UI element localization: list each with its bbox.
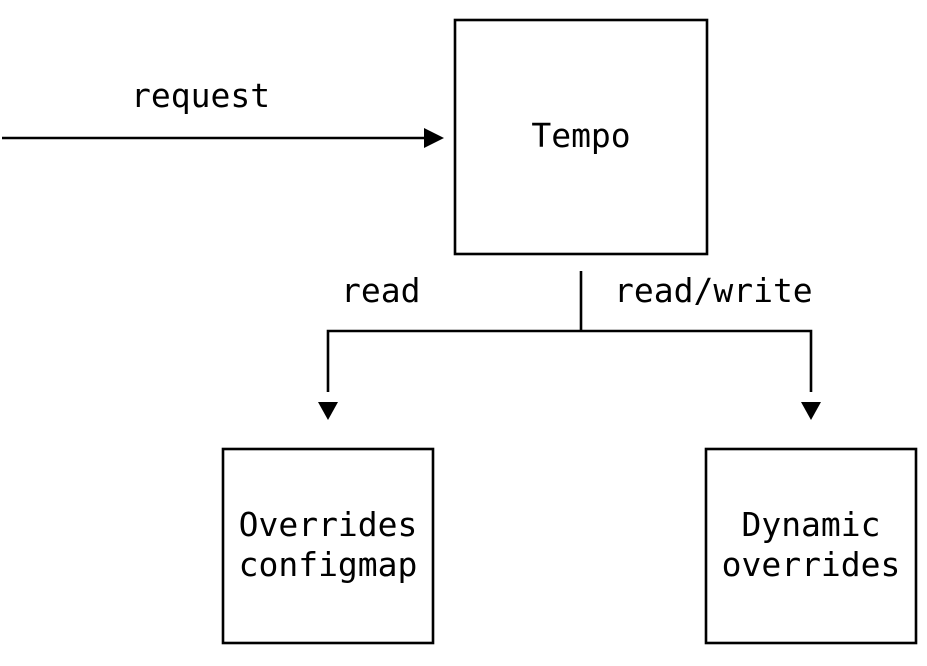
tempo-box bbox=[453, 18, 709, 256]
overrides-configmap-label-line2: configmap bbox=[239, 545, 418, 584]
overrides-configmap-box bbox=[221, 447, 435, 645]
request-arrowhead bbox=[424, 128, 444, 148]
branch-line bbox=[326, 329, 813, 392]
read-label: read bbox=[341, 271, 420, 310]
dynamic-overrides-node: Dynamic overrides bbox=[704, 447, 918, 645]
request-label: request bbox=[131, 76, 270, 115]
read-arrowhead bbox=[318, 402, 338, 420]
overrides-configmap-label-line1: Overrides bbox=[239, 505, 418, 544]
read-write-arrowhead bbox=[801, 402, 821, 420]
read-write-label: read/write bbox=[614, 271, 813, 310]
dynamic-overrides-label-line1: Dynamic bbox=[741, 505, 880, 544]
branch-connector: read read/write bbox=[318, 271, 821, 420]
overrides-configmap-node: Overrides configmap bbox=[221, 447, 435, 645]
tempo-label: Tempo bbox=[531, 116, 630, 155]
dynamic-overrides-label-line2: overrides bbox=[722, 545, 901, 584]
request-edge: request bbox=[2, 76, 444, 148]
dynamic-overrides-box bbox=[704, 447, 918, 645]
tempo-node: Tempo bbox=[453, 18, 709, 256]
